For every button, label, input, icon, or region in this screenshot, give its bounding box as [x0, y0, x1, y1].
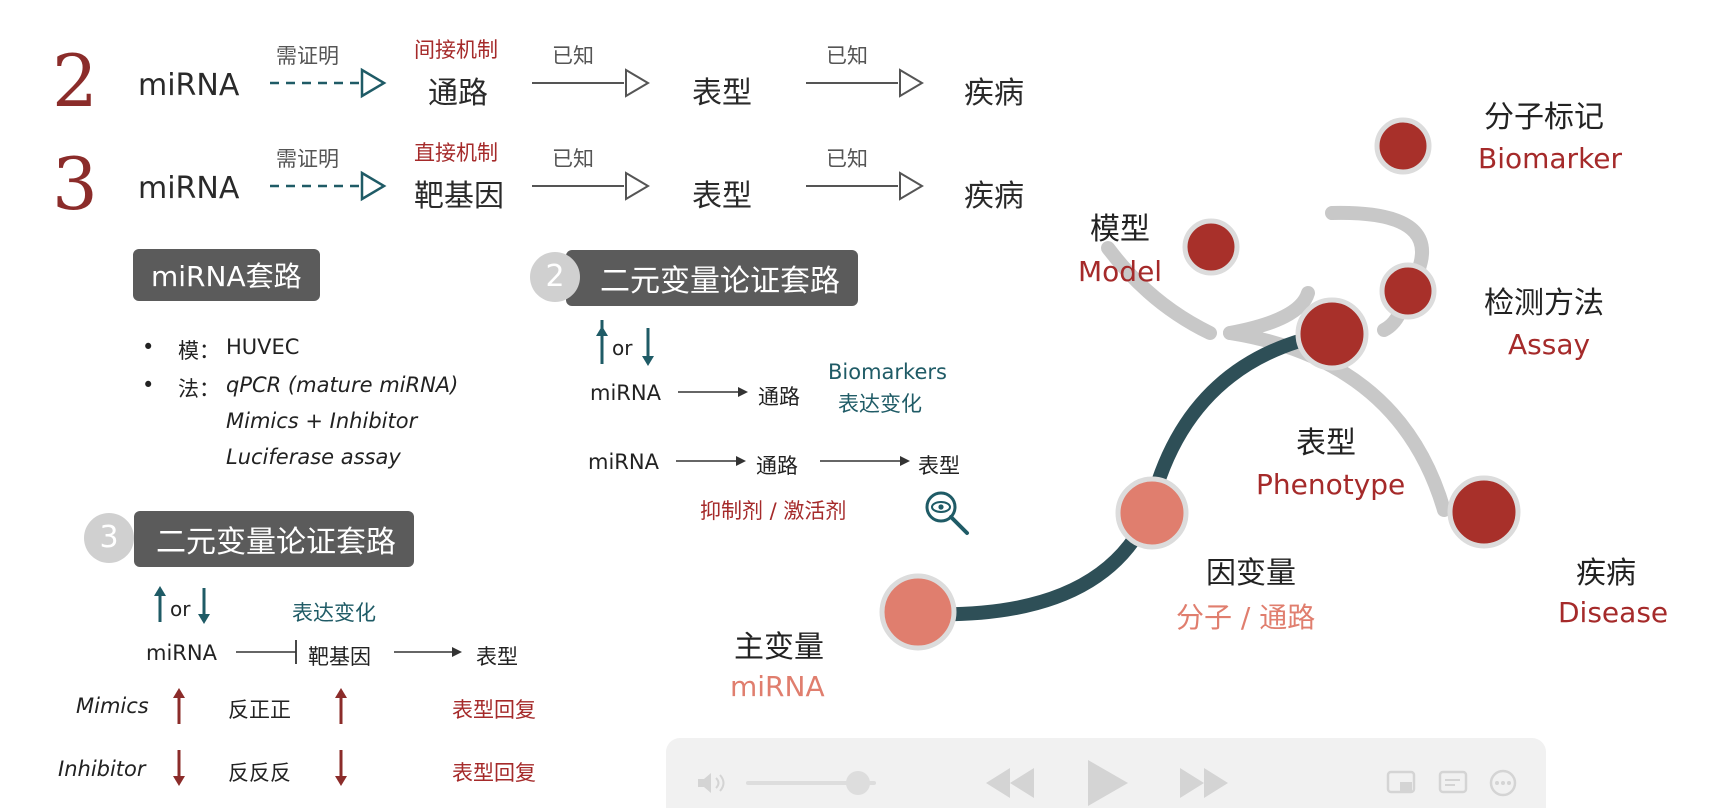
binary2-expression-change: 表达变化: [838, 392, 922, 416]
inhibitor-pattern: 反反反: [228, 761, 291, 785]
mimics-result: 表型回复: [452, 698, 536, 722]
disease-cn: 疾病: [1576, 556, 1636, 591]
binary2-number: 2: [530, 252, 580, 302]
row-2-known-1: 已知: [552, 44, 594, 68]
binary3-target-gene: 靶基因: [308, 645, 371, 669]
play-icon[interactable]: [1084, 758, 1130, 808]
fast-forward-icon[interactable]: [1178, 766, 1230, 800]
inhibitor-result: 表型回复: [452, 761, 536, 785]
branch-model: [1101, 241, 1217, 340]
node-phenotype: [1295, 297, 1369, 371]
row-2-disease: 疾病: [964, 76, 1024, 111]
phenotype-en: Phenotype: [1256, 468, 1406, 501]
node-disease: [1447, 475, 1521, 549]
assay-en: Assay: [1508, 328, 1591, 361]
mimics-pattern: 反正正: [228, 698, 291, 722]
node-biomarker: [1374, 117, 1432, 175]
more-icon[interactable]: [1488, 768, 1518, 798]
main-en: miRNA: [730, 670, 825, 703]
row-3-known-2: 已知: [826, 147, 868, 171]
row-2-need-proof: 需证明: [276, 44, 339, 68]
row-3-number: 3: [52, 142, 98, 226]
binary2-arrows: [596, 320, 910, 466]
node-main: [879, 573, 957, 651]
binary2-biomarkers: Biomarkers: [828, 360, 947, 384]
binary3-mirna: miRNA: [146, 641, 217, 665]
branch-disease: [1223, 326, 1451, 517]
method-1: qPCR (mature miRNA): [226, 373, 459, 397]
marker-en: Biomarker: [1478, 142, 1623, 175]
magnifier-eye-icon: [925, 491, 969, 535]
inhibitor-label: Inhibitor: [58, 757, 146, 781]
volume-slider-handle[interactable]: [846, 771, 870, 795]
row-2-pathway: 通路: [428, 76, 488, 111]
binary3-phenotype: 表型: [476, 645, 518, 669]
row-3-disease: 疾病: [964, 179, 1024, 214]
mimics-label: Mimics: [76, 694, 149, 718]
binary3-arrows: [154, 586, 462, 786]
row-2-phenotype: 表型: [692, 76, 752, 111]
main-cn: 主变量: [734, 630, 824, 665]
binary3-expression-change: 表达变化: [292, 601, 376, 625]
bullet-1: •: [142, 335, 155, 359]
model-cn: 模型: [1090, 212, 1150, 247]
row-2-mechanism: 间接机制: [414, 38, 498, 62]
row-3-known-1: 已知: [552, 147, 594, 171]
binary2-r2-pathway: 通路: [756, 454, 798, 478]
binary2-or: or: [612, 336, 633, 360]
volume-slider[interactable]: [746, 781, 876, 785]
model-label: 模：: [178, 339, 220, 363]
routine-title: miRNA套路: [133, 249, 320, 301]
row-2-number: 2: [52, 39, 98, 123]
phenotype-cn: 表型: [1296, 426, 1356, 461]
node-model: [1182, 218, 1240, 276]
row-3-phenotype: 表型: [692, 179, 752, 214]
row-3-mechanism: 直接机制: [414, 141, 498, 165]
bullet-2: •: [142, 373, 155, 397]
binary3-title: 二元变量论证套路: [134, 511, 414, 567]
marker-cn: 分子标记: [1484, 100, 1604, 135]
assay-cn: 检测方法: [1484, 286, 1604, 321]
row-2-mirna: miRNA: [138, 68, 240, 103]
rewind-icon[interactable]: [984, 766, 1036, 800]
disease-en: Disease: [1558, 596, 1669, 629]
volume-icon[interactable]: [696, 770, 732, 796]
captions-icon[interactable]: [1438, 770, 1470, 796]
binary2-inhibitor-activator: 抑制剂 / 激活剂: [700, 499, 847, 523]
binary2-r2-phenotype: 表型: [918, 454, 960, 478]
row-3-need-proof: 需证明: [276, 147, 339, 171]
binary2-r2-mirna: miRNA: [588, 450, 659, 474]
row-3-mirna: miRNA: [138, 171, 240, 206]
dependent-en: 分子 / 通路: [1176, 601, 1316, 634]
binary2-r1-pathway: 通路: [758, 385, 800, 409]
method-label: 法：: [178, 377, 220, 401]
method-3: Luciferase assay: [226, 445, 401, 469]
binary2-title: 二元变量论证套路: [566, 250, 858, 306]
variable-tree: [879, 117, 1521, 651]
binary3-number: 3: [84, 513, 134, 563]
binary2-r1-mirna: miRNA: [590, 381, 661, 405]
method-2: Mimics + Inhibitor: [226, 409, 418, 433]
row-3-target-gene: 靶基因: [414, 179, 504, 214]
node-assay: [1379, 262, 1437, 320]
pip-icon[interactable]: [1386, 770, 1418, 796]
dependent-cn: 因变量: [1206, 556, 1296, 591]
node-dependent: [1115, 476, 1189, 550]
binary3-or: or: [170, 597, 191, 621]
model-value: HUVEC: [226, 335, 300, 359]
row-2-known-2: 已知: [826, 44, 868, 68]
row-arrows: [270, 67, 924, 202]
model-en: Model: [1078, 255, 1163, 288]
video-player-bar: [666, 738, 1546, 808]
